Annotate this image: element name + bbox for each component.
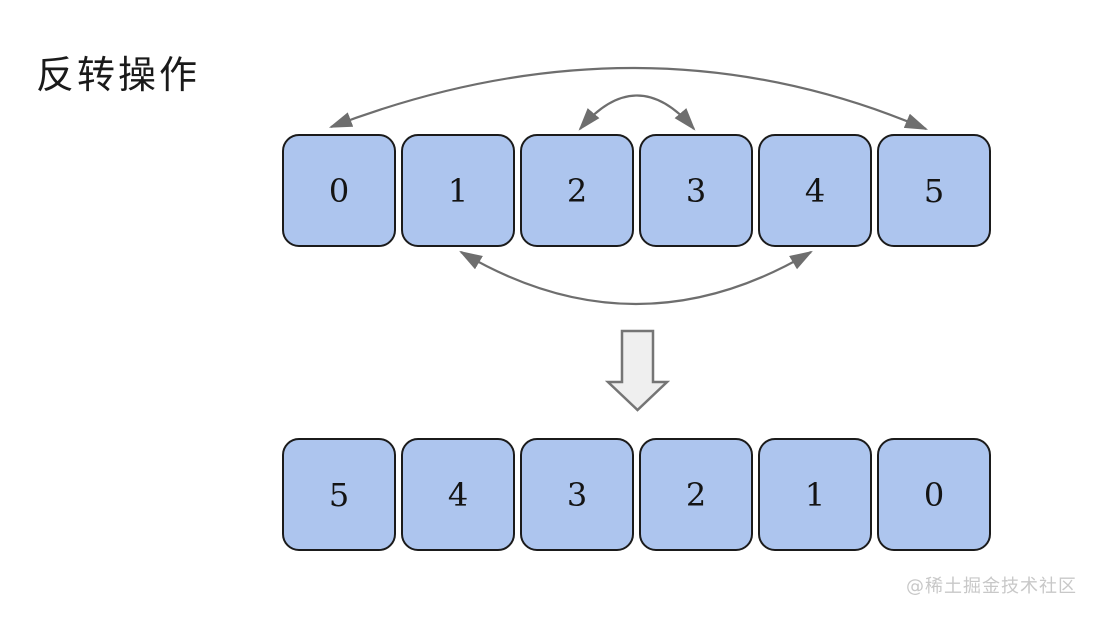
array-cell: 1 <box>401 134 515 247</box>
array-cell: 0 <box>877 438 991 551</box>
array-cell: 5 <box>877 134 991 247</box>
array-cell: 5 <box>282 438 396 551</box>
array-cell: 1 <box>758 438 872 551</box>
swap-arc-2-3-icon <box>578 94 696 131</box>
reverse-transform-down-arrow-icon <box>604 329 671 412</box>
array-row-before: 0 1 2 3 4 5 <box>282 134 991 247</box>
swap-arc-0-5-icon <box>328 66 929 131</box>
array-row-after: 5 4 3 2 1 0 <box>282 438 991 551</box>
watermark-text: @稀土掘金技术社区 <box>906 576 1077 597</box>
array-cell: 2 <box>639 438 753 551</box>
array-cell: 3 <box>639 134 753 247</box>
swap-arc-1-4-icon <box>459 250 813 306</box>
array-cell: 4 <box>401 438 515 551</box>
array-cell: 2 <box>520 134 634 247</box>
diagram-title: 反转操作 <box>36 53 201 97</box>
array-cell: 3 <box>520 438 634 551</box>
array-cell: 0 <box>282 134 396 247</box>
array-cell: 4 <box>758 134 872 247</box>
